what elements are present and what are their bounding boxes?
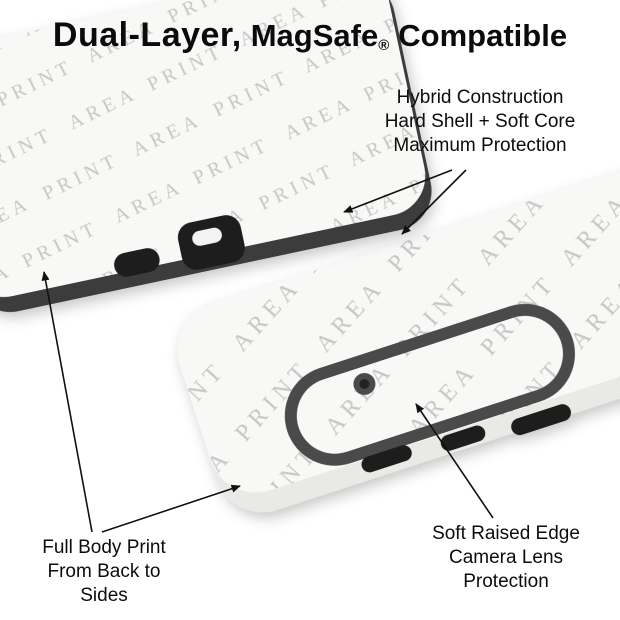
callout-line: Camera Lens: [448, 547, 564, 568]
camera-cutout-large-inner: [192, 227, 222, 246]
callout-line: Full Body Print: [42, 537, 166, 558]
leader-line-hybrid-1: [343, 169, 453, 213]
side-button-2: [440, 425, 486, 451]
callout-line: Protection: [463, 571, 549, 592]
callout-camera-protection: Soft Raised Edge Camera Lens Protection: [398, 522, 614, 594]
camera-lens-inner: [359, 378, 370, 389]
leader-line-camera: [415, 403, 494, 519]
top-case-print-pattern: [0, 0, 426, 297]
page-title: Dual-Layer,MagSafe® Compatible: [0, 16, 620, 55]
callout-line: Maximum Protection: [393, 135, 567, 156]
camera-recess-pattern: [296, 315, 563, 454]
callout-line: Soft Raised Edge: [432, 523, 580, 544]
camera-cutout-small: [114, 248, 160, 277]
leader-line-fullbody-1: [41, 271, 93, 533]
callout-hybrid-construction: Hybrid Construction Hard Shell + Soft Co…: [352, 86, 608, 158]
side-button-1: [361, 445, 412, 473]
leader-line-hybrid-2: [401, 169, 467, 235]
top-case: [0, 0, 432, 313]
leader-line-fullbody-2: [101, 484, 241, 533]
title-magsafe: MagSafe: [250, 18, 379, 53]
side-button-3: [511, 404, 571, 436]
callout-line: Sides: [80, 585, 128, 606]
callout-line: From Back to: [47, 561, 161, 582]
callout-line: Hard Shell + Soft Core: [384, 111, 576, 132]
title-dual-layer: Dual-Layer,: [52, 16, 242, 54]
callout-full-body-print: Full Body Print From Back to Sides: [8, 536, 200, 608]
title-compatible: Compatible: [398, 18, 568, 53]
registered-mark: ®: [378, 37, 390, 55]
leader-lines: [41, 169, 494, 533]
callout-line: Hybrid Construction: [396, 87, 564, 108]
bottom-case: [177, 128, 620, 513]
